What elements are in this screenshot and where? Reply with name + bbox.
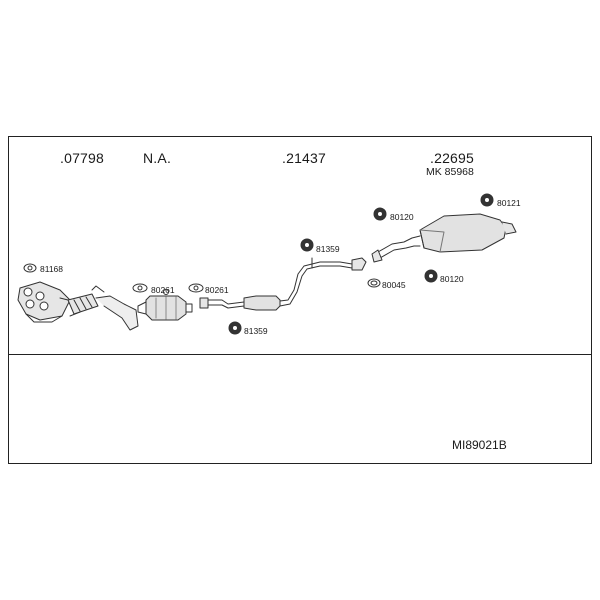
part-label-80120-b: 80120 [440,274,464,284]
diagram-frame [8,136,592,464]
mounting-kit-label: MK 85968 [426,166,474,178]
gasket-80261-b [188,283,204,293]
group-label-catalyst: N.A. [143,150,172,166]
clamp-80045 [367,278,381,288]
rubber-hanger-80120-a [373,207,387,221]
rubber-hanger-81359-b [228,321,242,335]
part-label-80045: 80045 [382,280,406,290]
rubber-hanger-81359-a [300,238,314,252]
group-label-front-pipe: .21437 [282,150,327,166]
rubber-hanger-80120-b [424,269,438,283]
part-label-80261-a: 80261 [151,285,175,295]
part-label-80261-b: 80261 [205,285,229,295]
rear-silencer [371,213,517,263]
catalytic-converter [137,289,193,321]
group-label-rear-silencer: .22695 [430,150,475,166]
part-label-81359-a: 81359 [316,244,340,254]
diagram-code: MI89021B [452,438,507,452]
part-label-81359-b: 81359 [244,326,268,336]
gasket-81168 [23,263,37,273]
diagram-divider [8,354,592,355]
exhaust-manifold [17,281,81,323]
group-label-manifold: .07798 [60,150,105,166]
part-label-81168: 81168 [40,264,64,274]
rubber-hanger-80121 [480,193,494,207]
part-label-80120-a: 80120 [390,212,414,222]
flex-pipe [67,285,139,331]
gasket-80261-a [132,283,148,293]
front-pipe-center-silencer [199,257,367,311]
part-label-80121: 80121 [497,198,521,208]
